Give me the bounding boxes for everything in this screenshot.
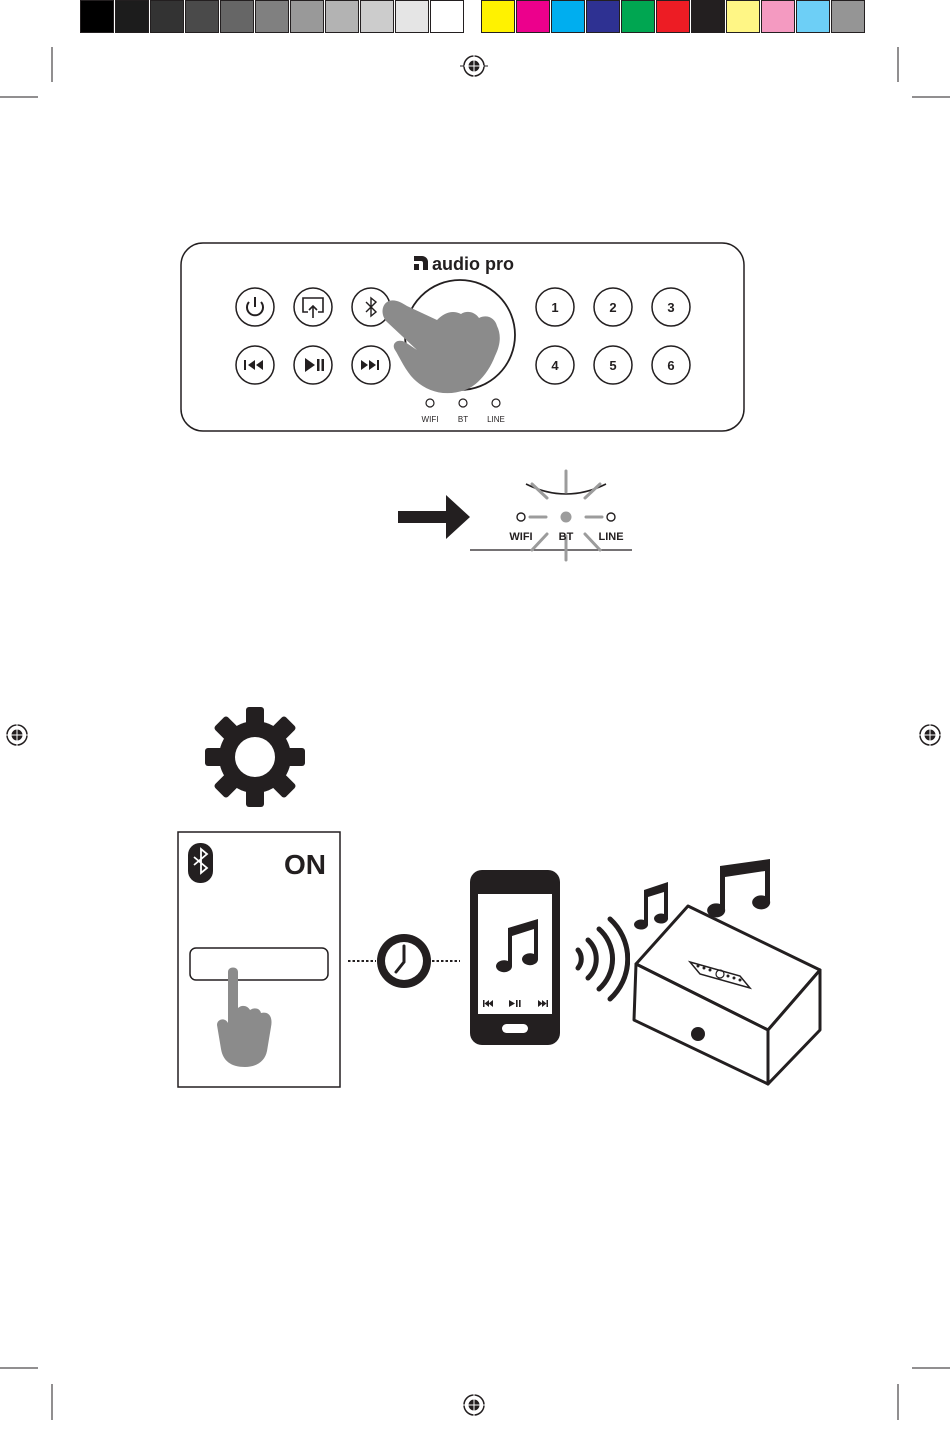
smartphone [468,868,564,1048]
bluetooth-icon [188,843,213,883]
wireless-signal-icon [570,914,630,1004]
brand-name: audio pro [432,254,514,274]
registration-mark-bottom [460,1391,488,1419]
preset-label: 5 [609,358,616,373]
pair-device-button[interactable] [190,948,328,980]
indicator-zoom: WIFI BT LINE [396,466,656,566]
play-pause-button[interactable] [294,346,332,384]
preset-label: 6 [667,358,674,373]
preset-button-3[interactable]: 3 [652,288,690,326]
zoom-label-wifi: WIFI [509,531,532,543]
power-button[interactable] [236,288,274,326]
zoom-led-line [607,513,615,521]
led-label: BT [458,415,468,424]
arrow-right-icon [398,495,470,539]
bluetooth-status: ON [284,849,326,880]
zoom-label-bt: BT [559,531,574,543]
next-button[interactable] [352,346,390,384]
led-label: LINE [487,415,505,424]
previous-button[interactable] [236,346,274,384]
preset-button-6[interactable]: 6 [652,346,690,384]
timer-connector [344,926,464,996]
preset-label: 4 [551,358,559,373]
zoom-led-bt [561,512,572,523]
preset-label: 3 [667,300,674,315]
clock-icon [377,934,431,988]
preset-button-1[interactable]: 1 [536,288,574,326]
registration-mark-right [916,721,944,749]
preset-label: 2 [609,300,616,315]
led-label: WIFI [422,415,439,424]
speaker-control-panel: audio pro 1 [178,240,748,435]
speaker-port [691,1027,705,1041]
registration-mark-top [460,52,488,80]
zoom-label-line: LINE [598,531,623,543]
phone-home-button[interactable] [502,1024,528,1033]
speaker-icon [628,852,838,1092]
preset-button-2[interactable]: 2 [594,288,632,326]
gear-icon [200,702,310,812]
airplay-button[interactable] [294,288,332,326]
preset-button-4[interactable]: 4 [536,346,574,384]
zoom-led-wifi [517,513,525,521]
preset-button-5[interactable]: 5 [594,346,632,384]
preset-label: 1 [551,300,558,315]
registration-mark-left [3,721,31,749]
bluetooth-settings-screen: ON [176,830,342,1090]
